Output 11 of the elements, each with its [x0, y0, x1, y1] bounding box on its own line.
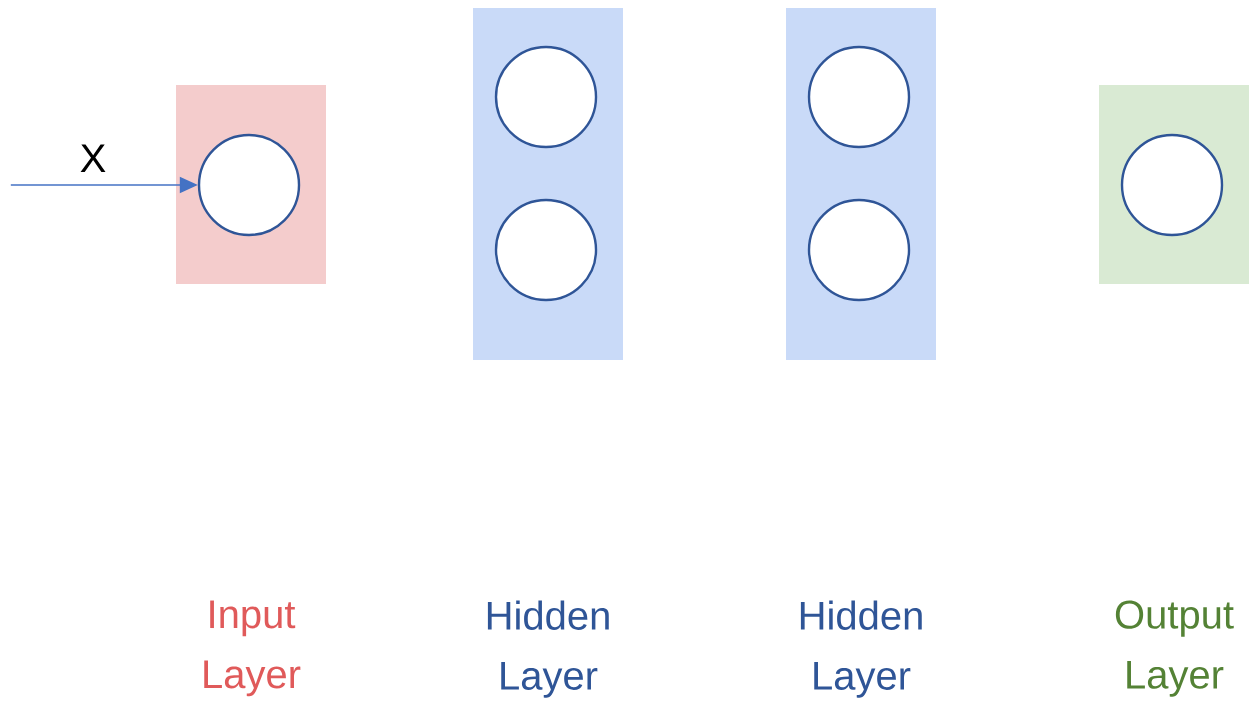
layer-label: Hidden Layer [487, 600, 609, 698]
layer-label: Output Layer [1115, 600, 1234, 697]
neuron-circle [494, 198, 598, 302]
neuron-circle [197, 133, 301, 237]
edge-label: X [80, 144, 106, 172]
neuron-circle [494, 45, 598, 149]
neuron-circle [1120, 133, 1224, 237]
neuron-circle [807, 198, 911, 302]
layer-label: Input Layer [204, 600, 301, 697]
layer-label: Hidden Layer [800, 600, 922, 698]
neuron-circle [807, 45, 911, 149]
